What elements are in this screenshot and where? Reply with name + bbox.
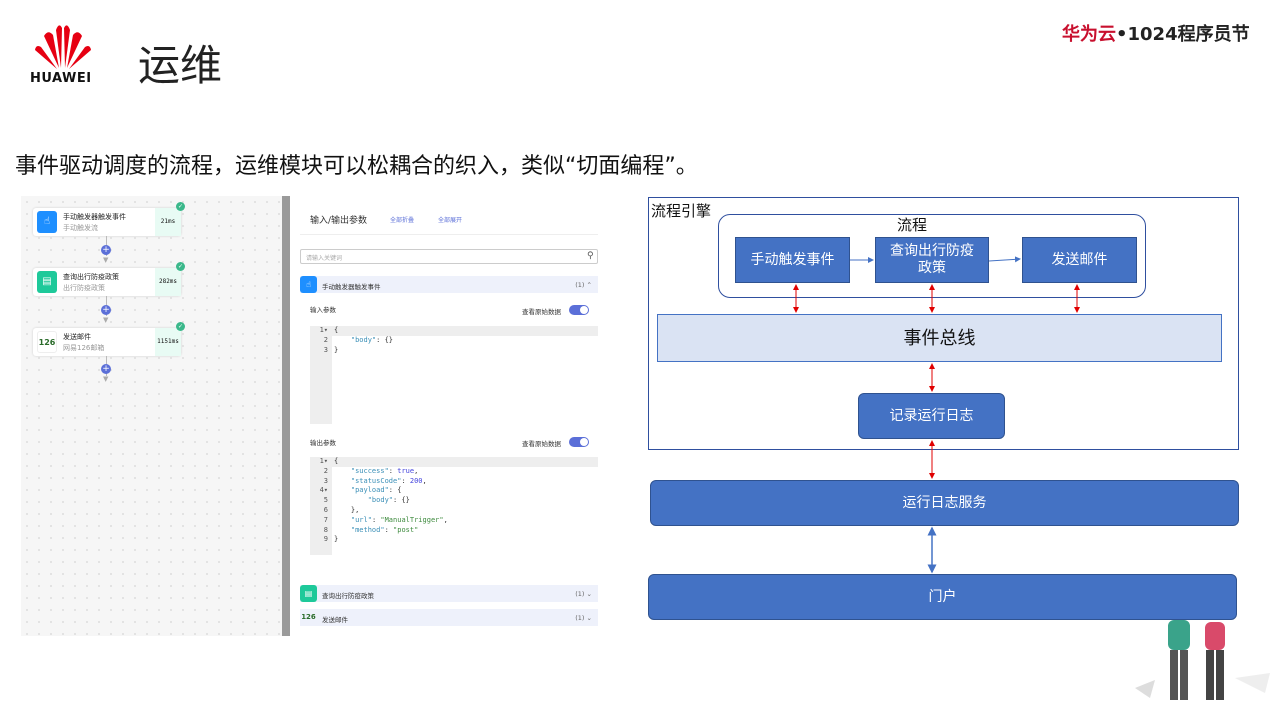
- check-icon: ✓: [176, 322, 185, 331]
- section-count: (1) ⌄: [575, 614, 592, 622]
- node-subtitle: 手动触发流: [63, 224, 98, 232]
- portal: 门户: [648, 574, 1237, 620]
- logo-text: HUAWEI: [30, 71, 92, 86]
- section-title: 查询出行防疫政策: [322, 592, 374, 600]
- arrow-down-icon: ▼: [103, 316, 109, 324]
- section-count: (1) ⌄: [575, 590, 592, 598]
- flow-label: 流程: [897, 216, 928, 234]
- output-label: 输出参数: [310, 439, 336, 447]
- params-panel: 输入/输出参数 全部折叠 全部展开 请输入关键词 ⚲ ☝ 手动触发器触发事件 (…: [298, 196, 598, 636]
- node-title: 手动触发器触发事件: [63, 213, 126, 221]
- flow-node[interactable]: ☝ 手动触发器触发事件 手动触发流 21ms ✓: [33, 202, 185, 236]
- node-title: 查询出行防疫政策: [63, 273, 119, 281]
- expand-all-link[interactable]: 全部展开: [438, 217, 463, 224]
- input-label: 输入参数: [310, 306, 336, 314]
- 126-mail-icon: 126: [301, 613, 316, 621]
- hand-pointer-icon: ☝: [300, 276, 317, 293]
- raw-label: 查看原始数据: [522, 308, 561, 316]
- page-title: 运维: [138, 41, 223, 90]
- add-step-button[interactable]: +: [101, 245, 111, 255]
- panel-resize-handle[interactable]: [282, 196, 290, 636]
- add-step-button[interactable]: +: [101, 305, 111, 315]
- run-log-recorder: 记录运行日志: [858, 393, 1005, 439]
- search-icon[interactable]: ⚲: [587, 251, 594, 261]
- brand-tag: 华为云•1024程序员节: [1062, 20, 1250, 46]
- output-code-editor[interactable]: 1▾{ 2 "success": true, 3 "statusCode": 2…: [310, 457, 598, 555]
- add-step-button[interactable]: +: [101, 364, 111, 374]
- step-manual-trigger: 手动触发事件: [735, 237, 850, 283]
- section-title: 发送邮件: [322, 616, 348, 624]
- node-subtitle: 出行防疫政策: [63, 284, 105, 292]
- blue-arrow: [988, 256, 1021, 263]
- section-header[interactable]: ▤ 查询出行防疫政策 (1) ⌄: [300, 585, 598, 602]
- section-count: (1) ⌃: [575, 281, 592, 289]
- brand-red: 华为云: [1062, 24, 1116, 45]
- engine-label: 流程引擎: [651, 202, 712, 220]
- check-icon: ✓: [176, 262, 185, 271]
- node-time: 282ms: [155, 268, 181, 296]
- panel-title: 输入/输出参数: [310, 216, 368, 226]
- arrow-down-icon: ▼: [103, 375, 109, 383]
- event-bus: 事件总线: [657, 314, 1222, 362]
- collapse-all-link[interactable]: 全部折叠: [390, 217, 415, 224]
- check-icon: ✓: [176, 202, 185, 211]
- search-input[interactable]: 请输入关键词: [300, 249, 598, 264]
- node-time: 1151ms: [155, 328, 181, 356]
- document-icon: ▤: [300, 585, 317, 602]
- flow-canvas: ☝ 手动触发器触发事件 手动触发流 21ms ✓ + ▼ ▤ 查询出行防疫政策 …: [21, 196, 285, 636]
- node-title: 发送邮件: [63, 333, 91, 341]
- step-send-mail: 发送邮件: [1022, 237, 1137, 283]
- engine-box: [648, 197, 1239, 450]
- arrow-down-icon: ▼: [103, 256, 109, 264]
- node-time: 21ms: [155, 208, 181, 236]
- step-query-policy: 查询出行防疫政策: [875, 237, 989, 283]
- raw-label: 查看原始数据: [522, 440, 561, 448]
- run-log-service: 运行日志服务: [650, 480, 1239, 526]
- flow-node[interactable]: 126 发送邮件 网易126邮箱 1151ms ✓: [33, 322, 185, 356]
- subtitle: 事件驱动调度的流程，运维模块可以松耦合的织入，类似“切面编程”。: [15, 154, 698, 179]
- section-title: 手动触发器触发事件: [322, 283, 381, 291]
- section-header[interactable]: 126 发送邮件 (1) ⌄: [300, 609, 598, 626]
- mascot-illustration: [1135, 620, 1270, 700]
- huawei-logo-icon: [35, 25, 91, 69]
- raw-data-toggle[interactable]: [569, 305, 589, 315]
- flow-node[interactable]: ▤ 查询出行防疫政策 出行防疫政策 282ms ✓: [33, 262, 185, 296]
- document-icon: ▤: [37, 271, 57, 293]
- hand-pointer-icon: ☝: [37, 211, 57, 233]
- brand-dark: •1024程序员节: [1116, 24, 1250, 45]
- raw-data-toggle[interactable]: [569, 437, 589, 447]
- 126-mail-icon: 126: [37, 331, 57, 353]
- input-code-editor[interactable]: 1▾{ 2 "body": {} 3}: [310, 326, 598, 424]
- section-header[interactable]: ☝ 手动触发器触发事件 (1) ⌃: [300, 276, 598, 293]
- node-subtitle: 网易126邮箱: [63, 344, 105, 352]
